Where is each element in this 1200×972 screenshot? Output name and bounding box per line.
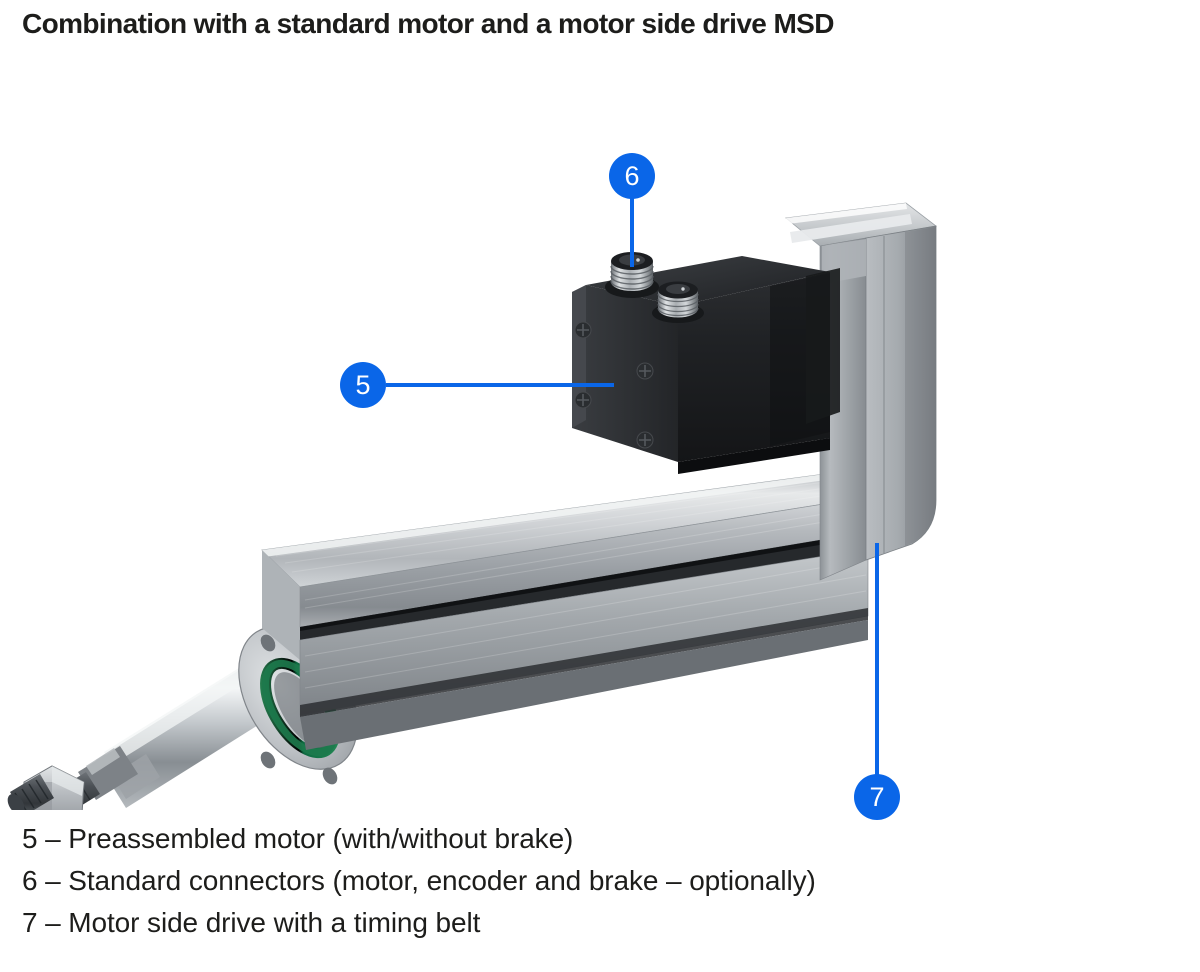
mount-hole-bl xyxy=(260,751,276,769)
connector-left-pin xyxy=(636,258,640,262)
rod-end-block-facet xyxy=(86,748,120,775)
callout-leader-5 xyxy=(386,383,614,387)
screw-top-left xyxy=(574,321,592,339)
product-render-svg xyxy=(7,202,937,810)
bolt-thread-tip xyxy=(7,774,54,810)
connector-left-threads xyxy=(610,265,654,290)
callout-badge-7-label: 7 xyxy=(869,781,885,812)
legend-list: 5 – Preassembled motor (with/without bra… xyxy=(22,818,1192,944)
screw-front-upper xyxy=(636,362,654,380)
callout-badge-5[interactable]: 5 xyxy=(340,362,386,408)
drive-top-rail xyxy=(790,214,912,243)
screw-front-lower xyxy=(636,431,654,449)
legend-item-5: 5 – Preassembled motor (with/without bra… xyxy=(22,823,574,854)
m12-connector-right xyxy=(652,281,704,323)
screw-mid-left xyxy=(574,391,592,409)
drive-right-shadow xyxy=(905,227,936,546)
callout-badge-6-label: 6 xyxy=(624,160,640,191)
rod-collar xyxy=(112,754,160,799)
callout-leader-7 xyxy=(875,543,879,776)
callout-badge-7[interactable]: 7 xyxy=(854,774,900,820)
motor-flange-tab xyxy=(806,268,840,424)
cylinder-bottom-face xyxy=(300,620,868,750)
mount-hole-br xyxy=(322,767,338,785)
callout-leader-6 xyxy=(630,197,634,267)
callout-badge-5-label: 5 xyxy=(355,369,371,400)
preassembled-motor xyxy=(572,256,840,474)
cylinder-slot-groove-2 xyxy=(300,608,868,717)
legend-item-7: 7 – Motor side drive with a timing belt xyxy=(22,907,481,938)
motor-screws xyxy=(574,321,654,449)
legend-item-6: 6 – Standard connectors (motor, encoder … xyxy=(22,865,816,896)
cylinder-left-end-face xyxy=(262,550,300,660)
cylinder-slot-shadow xyxy=(300,532,868,631)
cylinder-body xyxy=(261,472,870,750)
connector-right-face xyxy=(666,284,690,294)
mount-hole-tl xyxy=(260,634,276,652)
drive-top-highlight xyxy=(786,203,907,224)
connector-right-pin xyxy=(681,287,685,291)
callout-badge-6[interactable]: 6 xyxy=(609,153,655,199)
cylinder-top-edge-highlight xyxy=(262,473,833,557)
page-title: Combination with a standard motor and a … xyxy=(22,8,834,39)
motor-bottom-edge xyxy=(678,438,830,474)
connector-right-threads xyxy=(657,293,699,317)
m12-connectors xyxy=(605,252,704,323)
motor-left-face xyxy=(572,285,678,462)
product-illustration: 6 5 7 xyxy=(0,60,1200,820)
